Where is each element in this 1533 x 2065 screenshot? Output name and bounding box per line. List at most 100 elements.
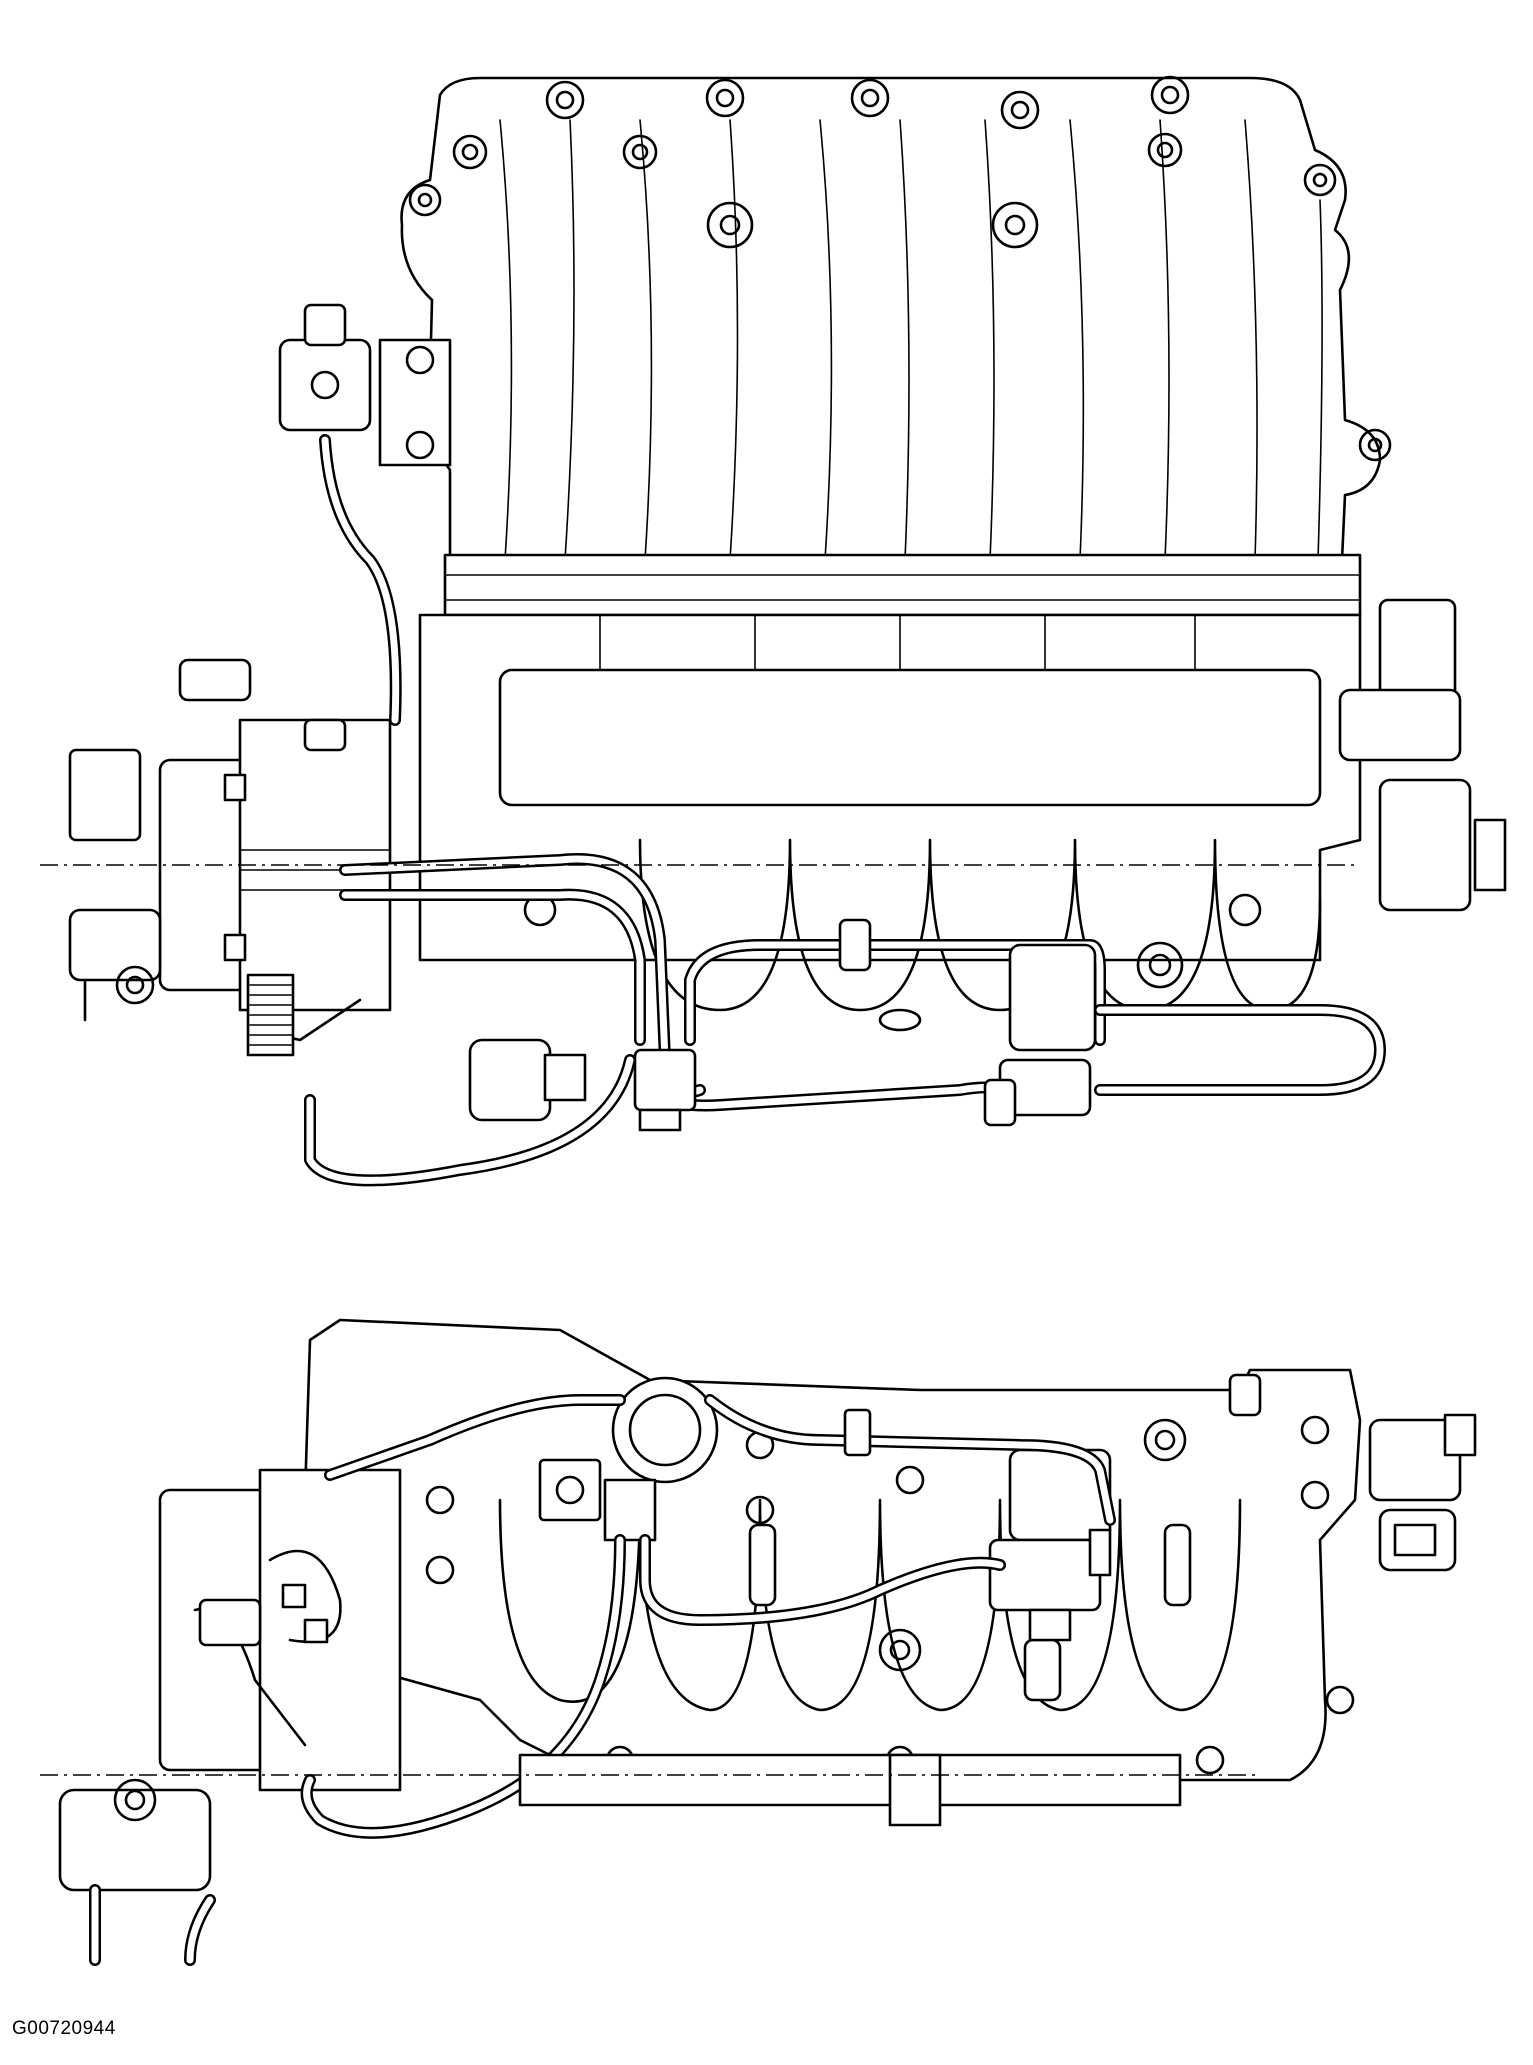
mount-boss xyxy=(452,134,488,170)
harness-clip xyxy=(838,918,872,972)
throttle-lever-plate xyxy=(198,1598,262,1647)
injector-stack xyxy=(748,1523,777,1607)
top-lower-rail-tab xyxy=(888,1753,942,1827)
top-lower-rail xyxy=(518,1753,1182,1807)
vacuum-sensor xyxy=(278,338,372,432)
top-iac-port xyxy=(113,1778,157,1822)
port-boss-hole xyxy=(1148,953,1172,977)
mount-boss xyxy=(408,183,442,217)
port-boss xyxy=(878,1008,922,1032)
vacuum-sensor-port xyxy=(310,370,340,400)
iac-valve xyxy=(68,908,162,982)
throttle-body-cap xyxy=(303,718,347,752)
top-port-boss xyxy=(1195,1745,1225,1775)
mount-boss-hole xyxy=(860,88,880,108)
mount-boss xyxy=(705,78,745,118)
sensor-bracket xyxy=(378,338,452,467)
mount-boss xyxy=(1150,75,1190,115)
mount-boss-hole xyxy=(417,192,433,208)
injector-stack xyxy=(1023,1638,1062,1702)
plenum-runner-line xyxy=(1159,119,1170,561)
top-port-boss-hole xyxy=(889,1639,911,1661)
top-port-boss xyxy=(1143,1418,1187,1462)
mount-boss xyxy=(622,134,658,170)
plenum-runner-line xyxy=(899,119,910,561)
mount-boss xyxy=(991,201,1039,249)
throttle-body xyxy=(158,718,392,1057)
mount-boss xyxy=(1303,163,1337,197)
runner-lobes xyxy=(638,838,1322,1012)
bracket-bolt xyxy=(405,430,435,460)
mount-boss-hole xyxy=(719,214,741,236)
map-sensor-lower xyxy=(1378,778,1472,912)
vacuum-line-inner xyxy=(306,1056,634,1184)
mount-boss xyxy=(1000,90,1040,130)
purge-solenoid-connector xyxy=(983,1078,1017,1127)
top-iac-valve xyxy=(58,1788,212,1892)
top-port-boss xyxy=(425,1555,455,1585)
top-throttle-flange xyxy=(258,1468,402,1792)
tps-connector xyxy=(68,748,142,842)
top-purge-solenoid-base xyxy=(988,1538,1102,1612)
mount-boss xyxy=(706,201,754,249)
mount-boss xyxy=(850,78,890,118)
bracket-bolt xyxy=(405,345,435,375)
mount-boss-hole xyxy=(1160,85,1180,105)
top-runner-lobes xyxy=(498,1498,1242,1712)
mount-boss-hole xyxy=(555,90,575,110)
top-port-boss xyxy=(745,1495,775,1525)
throttle-body-bolt xyxy=(223,933,247,962)
top-purge-solenoid-connector xyxy=(1088,1528,1112,1577)
top-vacuum-line-inner xyxy=(303,1536,624,1837)
plenum-runner-line xyxy=(729,119,739,561)
top-port-boss xyxy=(425,1485,455,1515)
plenum-runner-line xyxy=(1244,119,1258,561)
injector-stack xyxy=(1163,1523,1192,1607)
top-map-sensor-connector xyxy=(1393,1523,1437,1557)
top-vacuum-line-inner xyxy=(706,1396,1114,1524)
top-iac-hose-inner xyxy=(186,1896,214,1964)
plenum-runner-line xyxy=(819,119,833,561)
top-map-sensor-tab xyxy=(1443,1413,1477,1457)
iac-port-hole xyxy=(125,975,145,995)
top-port-boss xyxy=(1300,1415,1330,1445)
top-vacuum-line-inner xyxy=(641,1536,1004,1624)
mount-boss-hole xyxy=(1312,172,1328,188)
iac-port xyxy=(115,965,155,1005)
mount-boss xyxy=(545,80,585,120)
mount-boss-hole xyxy=(1156,141,1174,159)
plenum-runner-line xyxy=(639,119,653,561)
evap-canister-inner xyxy=(628,1393,702,1467)
top-vacuum-harness xyxy=(300,1394,1116,1839)
vacuum-line-inner xyxy=(1096,1006,1384,1094)
vacuum-line-inner xyxy=(686,941,1104,1044)
lower-manifold-rail xyxy=(443,553,1362,617)
plenum-runner-line xyxy=(564,119,575,561)
mount-boss-hole xyxy=(1004,214,1026,236)
vacuum-line-inner xyxy=(341,891,644,1044)
vacuum-tee-base xyxy=(638,1108,682,1132)
mount-boss xyxy=(1147,132,1183,168)
vacuum-sensor-cap xyxy=(303,303,347,347)
throttle-cam-tab xyxy=(281,1583,307,1609)
top-port-boss xyxy=(1325,1685,1355,1715)
side-view xyxy=(40,75,1507,1187)
top-port-boss-hole xyxy=(1154,1429,1176,1451)
top-iac-port-hole xyxy=(124,1789,146,1811)
mounting-bosses xyxy=(408,75,1392,462)
egr-valve-connector xyxy=(543,1053,587,1102)
mount-boss-hole xyxy=(715,88,735,108)
top-purge-solenoid-stem xyxy=(1028,1608,1072,1642)
top-port-boss xyxy=(878,1628,922,1672)
mount-boss xyxy=(1358,428,1392,462)
figure-code: G00720944 xyxy=(12,2018,116,2039)
vacuum-tee xyxy=(633,1048,697,1112)
map-sensor-upper xyxy=(1338,688,1462,762)
mount-boss-hole xyxy=(1367,437,1383,453)
top-manifold-outline xyxy=(298,1318,1362,1782)
evap-canister-mount xyxy=(538,1458,602,1522)
mount-boss-hole xyxy=(1010,100,1030,120)
evap-canister-stem xyxy=(603,1478,657,1542)
plenum-runner-line xyxy=(499,119,513,561)
